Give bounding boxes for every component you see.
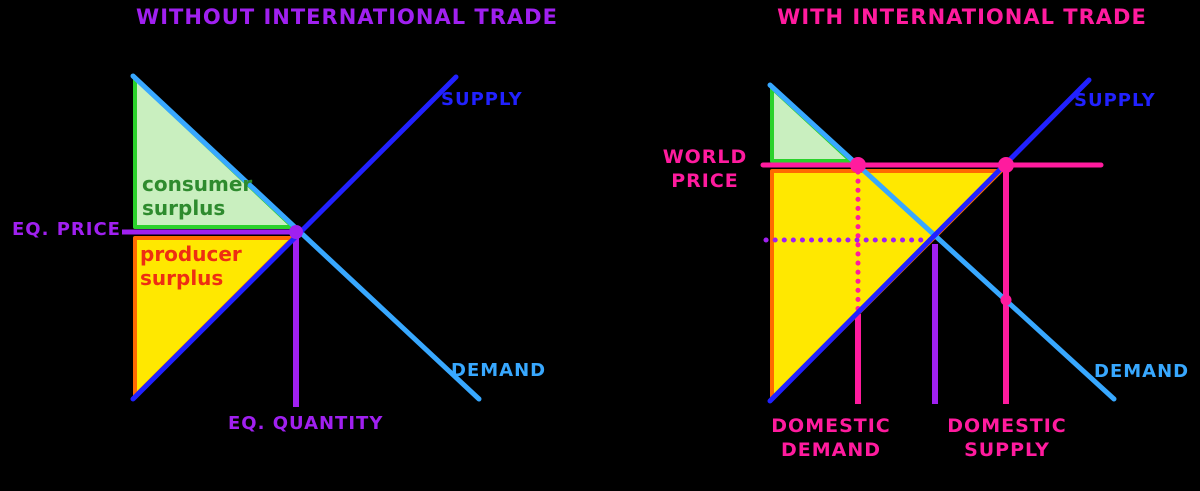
domestic-supply-label-line1: DOMESTIC xyxy=(947,415,1067,437)
consumer-surplus-label-line1: consumer xyxy=(142,172,253,196)
producer-surplus-label-line1: producer xyxy=(140,242,242,266)
world-price-supply-point xyxy=(998,157,1014,173)
domestic-demand-label: DOMESTIC DEMAND xyxy=(761,414,901,462)
demand-label-left: DEMAND xyxy=(451,360,547,381)
producer-surplus-label-line2: surplus xyxy=(140,266,224,290)
eq-price-label: EQ. PRICE xyxy=(12,219,121,240)
supply-curve-right xyxy=(767,77,1092,404)
eq-quantity-label: EQ. QUANTITY xyxy=(228,413,384,434)
domestic-supply-label: DOMESTIC SUPPLY xyxy=(937,414,1077,462)
producer-surplus-label: producer surplus xyxy=(140,242,242,290)
world-price-label-line2: PRICE xyxy=(671,170,739,192)
consumer-surplus-label: consumer surplus xyxy=(142,172,252,220)
demand-crossing-point xyxy=(1000,294,1012,306)
consumer-surplus-label-line2: surplus xyxy=(142,196,226,220)
demand-curve-right xyxy=(767,82,1117,402)
demand-curve-left xyxy=(130,73,482,402)
world-price-label: WORLD PRICE xyxy=(660,145,750,193)
domestic-supply-label-line2: SUPPLY xyxy=(964,439,1050,461)
equilibrium-point-left xyxy=(289,225,303,239)
supply-label-right: SUPPLY xyxy=(1074,90,1156,111)
world-price-demand-point xyxy=(850,157,866,173)
right-chart-title: WITH INTERNATIONAL TRADE xyxy=(777,5,1147,29)
domestic-demand-label-line1: DOMESTIC xyxy=(771,415,891,437)
left-chart-title: WITHOUT INTERNATIONAL TRADE xyxy=(136,5,558,29)
demand-label-right: DEMAND xyxy=(1094,361,1190,382)
domestic-demand-label-line2: DEMAND xyxy=(780,439,882,461)
world-price-label-line1: WORLD xyxy=(662,146,748,168)
supply-label-left: SUPPLY xyxy=(441,89,523,110)
